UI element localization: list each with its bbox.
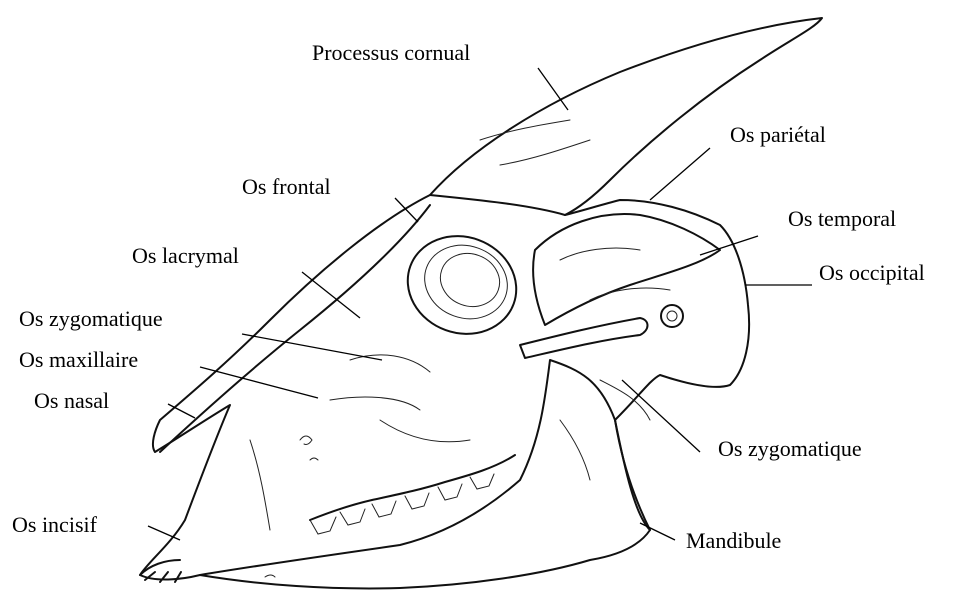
leader-os-zygomatique-left [242, 334, 382, 360]
leader-os-lacrymal [302, 272, 360, 318]
label-os-temporal: Os temporal [788, 208, 896, 230]
skull-outline [140, 18, 822, 588]
label-os-occipital: Os occipital [819, 262, 925, 284]
temporal-fossa [533, 214, 720, 325]
leader-mandibule [640, 523, 675, 540]
horn-shape [430, 18, 822, 215]
label-os-nasal: Os nasal [34, 390, 109, 412]
label-os-maxillaire: Os maxillaire [19, 349, 138, 371]
mandible-outline [200, 360, 650, 575]
label-mandibule: Mandibule [686, 530, 781, 552]
zygomatic-arch [520, 318, 648, 358]
leader-os-maxillaire [200, 367, 318, 398]
label-processus-cornual: Processus cornual [312, 42, 470, 64]
label-os-lacrymal: Os lacrymal [132, 245, 239, 267]
label-os-incisif: Os incisif [12, 514, 97, 536]
leader-os-parietal [650, 148, 710, 200]
label-os-parietal: Os pariétal [730, 124, 826, 146]
label-os-frontal: Os frontal [242, 176, 331, 198]
label-os-zygomatique-right: Os zygomatique [718, 438, 862, 460]
ear-opening [661, 305, 683, 327]
leader-lines [148, 68, 812, 540]
leader-os-frontal [395, 198, 418, 222]
label-os-zygomatique-left: Os zygomatique [19, 308, 163, 330]
orbit [394, 221, 530, 349]
leader-os-nasal [168, 404, 195, 418]
leader-os-temporal [700, 236, 758, 255]
leader-os-zygomatique-right [622, 380, 700, 452]
